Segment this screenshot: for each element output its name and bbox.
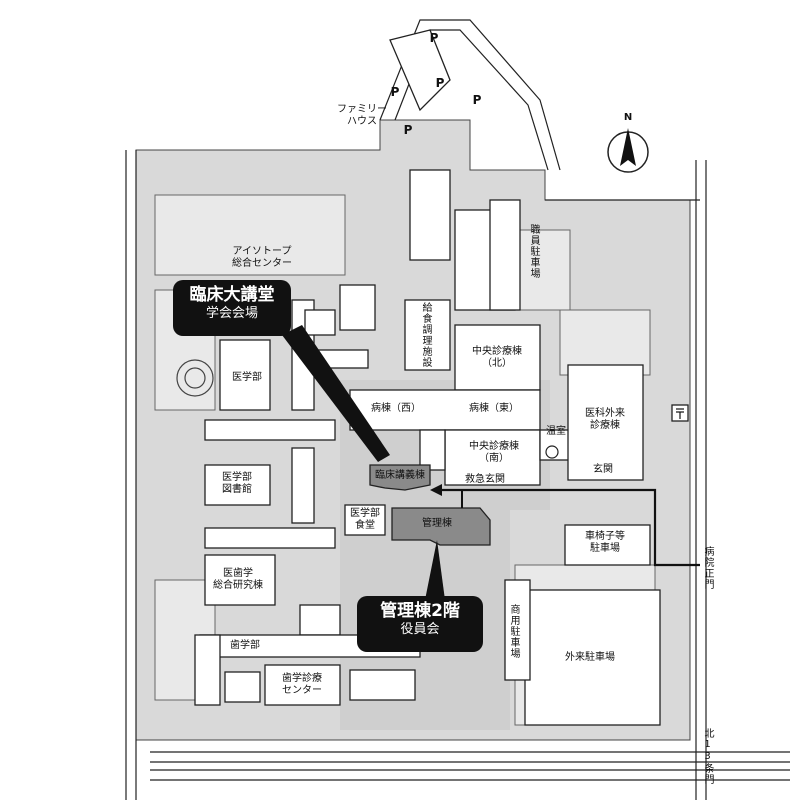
lecture-building-label: 臨床講義棟 [375, 470, 425, 481]
roads [125, 19, 790, 800]
visitor-parking-label: 外来駐車場 [565, 652, 615, 663]
ward-west-label: 病棟（西） [371, 403, 421, 414]
highlighted-buildings [369, 464, 491, 546]
med-dining-label: 医学部食堂 [350, 508, 380, 531]
post-office-icon [676, 408, 684, 419]
lecture-hall-callout: 臨床大講堂 学会会場 [173, 280, 291, 336]
food-service-label: 給食調理施設 [420, 302, 431, 368]
parking-mark: P [472, 93, 482, 107]
lecture-hall-title: 臨床大講堂 [189, 285, 275, 305]
hospital-gate-label: 病院正門 [702, 546, 713, 590]
admin-subtitle: 役員会 [400, 622, 440, 637]
lecture-hall-subtitle: 学会会場 [205, 306, 258, 321]
family-house-label: ファミリーハウス [337, 104, 387, 127]
route-arrow-head [430, 484, 442, 496]
ward-east-label: 病棟（東） [469, 403, 519, 414]
parking-mark: P [390, 85, 400, 99]
dental-research-label: 医歯学総合研究棟 [213, 568, 263, 591]
parking-mark: P [435, 76, 445, 90]
north13-gate-label: 北13条門 [702, 728, 713, 785]
access-route [440, 488, 700, 567]
dentistry-label: 歯学部 [230, 640, 260, 651]
parking-mark: P [403, 123, 413, 137]
compass-icon [607, 128, 649, 173]
central-south-label: 中央診療棟（南） [469, 441, 519, 464]
wheelchair-parking-label: 車椅子等駐車場 [585, 531, 625, 554]
med-library-label: 医学部図書館 [222, 472, 252, 495]
admin-title: 管理棟2階 [380, 601, 460, 621]
staff-parking-label: 職員駐車場 [528, 224, 539, 279]
entrance-label: 玄関 [593, 464, 613, 475]
lecture-pointer [282, 325, 390, 462]
admin-building-label: 管理棟 [422, 518, 452, 529]
greenhouse-label: 温室 [546, 426, 566, 437]
outpatient-label: 医科外来診療棟 [585, 408, 625, 431]
admin-pointer [425, 540, 445, 600]
admin-callout: 管理棟2階 役員会 [357, 596, 483, 652]
roundabout [176, 359, 214, 397]
parking-mark: P [429, 31, 439, 45]
greenhouse-mark [545, 445, 559, 459]
buildings [194, 29, 689, 726]
compass-label: N [623, 112, 633, 123]
dental-clinic-label: 歯学診療センター [282, 673, 322, 696]
isotope-center-label: アイソトープ総合センター [232, 246, 292, 269]
central-north-label: 中央診療棟（北） [472, 346, 522, 369]
commercial-parking-label: 商用駐車場 [508, 604, 519, 659]
er-entrance-label: 救急玄関 [465, 474, 505, 485]
medicine-label: 医学部 [232, 372, 262, 383]
